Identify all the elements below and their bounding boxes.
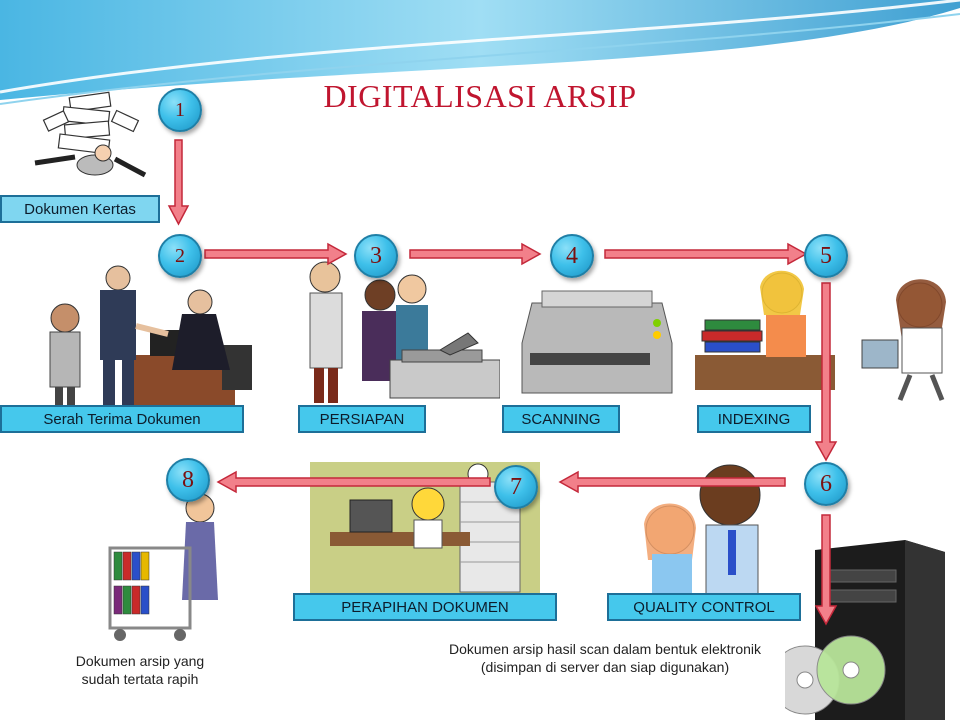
label-persiapan: PERSIAPAN	[298, 405, 426, 433]
step-circle-5: 5	[804, 234, 848, 278]
caption-elektronik: Dokumen arsip hasil scan dalam bentuk el…	[410, 640, 800, 676]
step-circle-8: 8	[166, 458, 210, 502]
label-perapihan: PERAPIHAN DOKUMEN	[293, 593, 557, 621]
handshake-illustration	[49, 265, 252, 407]
label-serah-terima: Serah Terima Dokumen	[0, 405, 244, 433]
caption-arsip-rapih: Dokumen arsip yang sudah tertata rapih	[30, 652, 250, 688]
caption-arsip-rapih-line2: sudah tertata rapih	[81, 671, 199, 687]
caption-arsip-rapih-line1: Dokumen arsip yang	[75, 653, 205, 669]
label-quality-control: QUALITY CONTROL	[607, 593, 801, 621]
book-cart-illustration	[108, 493, 218, 641]
computer-cd-illustration	[785, 540, 945, 720]
indexing-illustration	[695, 270, 835, 390]
label-indexing: INDEXING	[697, 405, 811, 433]
step-circle-3: 3	[354, 234, 398, 278]
label-scanning: SCANNING	[502, 405, 620, 433]
step-circle-7: 7	[494, 465, 538, 509]
persiapan-illustration	[309, 261, 500, 403]
step-circle-2: 2	[158, 234, 202, 278]
operator-illustration	[861, 279, 946, 401]
header-wave	[0, 0, 960, 105]
quality-control-illustration	[644, 464, 761, 596]
scanner-illustration	[521, 290, 673, 394]
step-circle-6: 6	[804, 462, 848, 506]
arrow-1-to-2	[167, 139, 190, 226]
paper-pile-illustration	[34, 91, 147, 178]
arrow-4-to-5	[604, 242, 808, 266]
step-circle-1: 1	[158, 88, 202, 132]
label-dokumen-kertas: Dokumen Kertas	[0, 195, 160, 223]
caption-elektronik-line1: Dokumen arsip hasil scan dalam bentuk el…	[448, 641, 762, 657]
page-title: DIGITALISASI ARSIP	[323, 78, 637, 114]
step-circle-4: 4	[550, 234, 594, 278]
caption-elektronik-line2: (disimpan di server dan siap digunakan)	[480, 659, 730, 675]
